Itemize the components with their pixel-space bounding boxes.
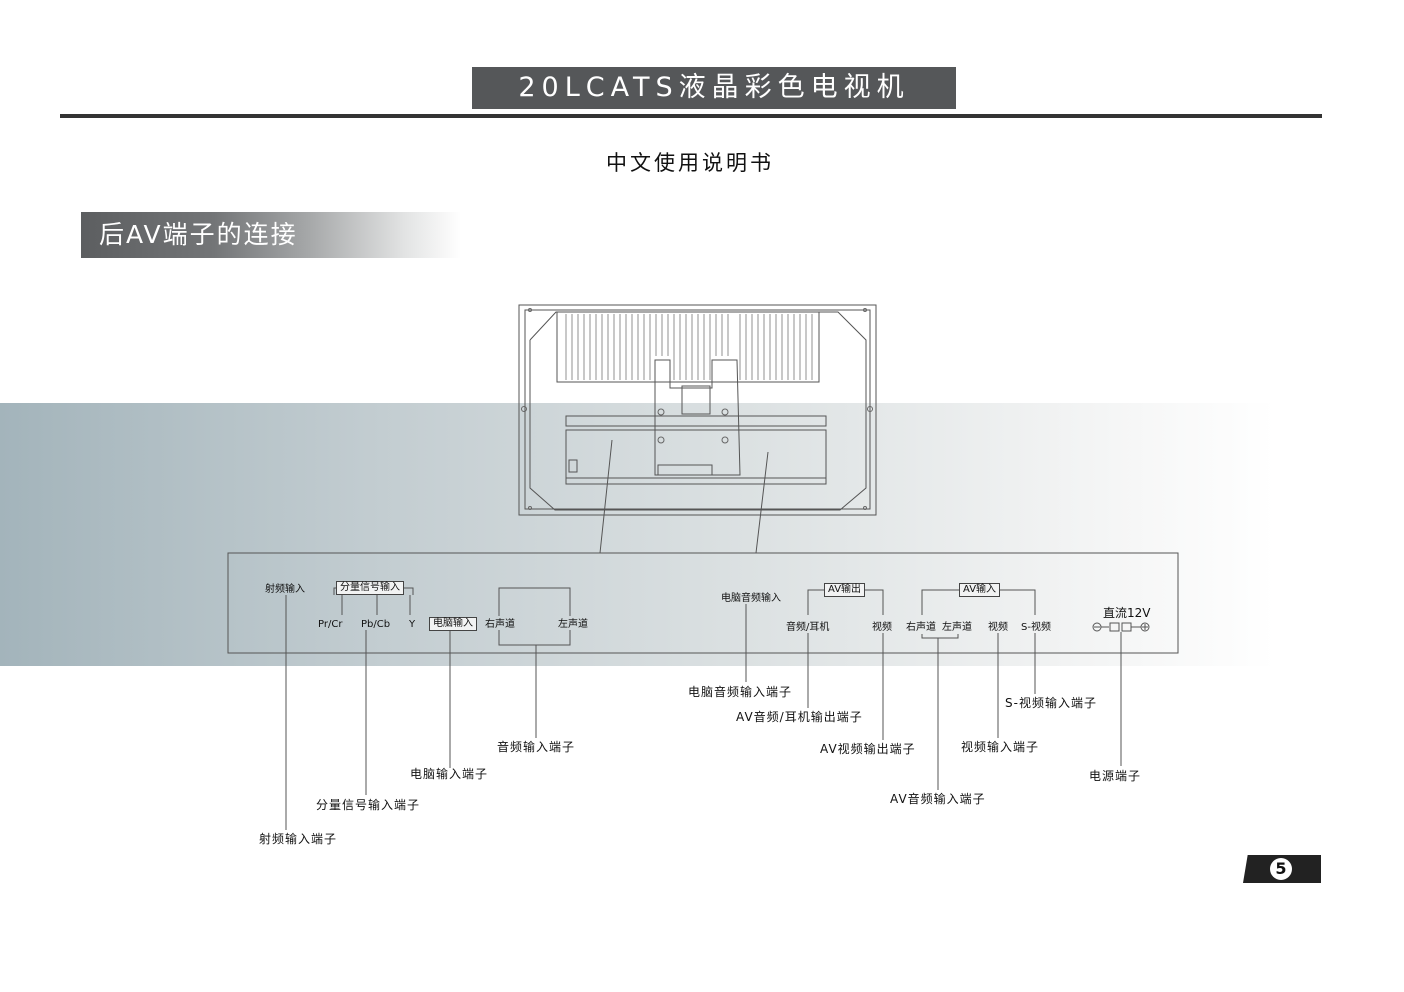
callout-s-video-in: S-视频输入端子 [1005,696,1097,710]
callout-rf-in: 射频输入端子 [259,832,338,846]
label-component-group: 分量信号输入 [336,581,404,595]
callout-power: 电源端子 [1089,769,1142,783]
callout-audio-in: 音频输入端子 [497,740,576,754]
label-y: Y [409,619,416,630]
callout-av-audio-in: AV音频输入端子 [890,792,986,806]
label-dc-12v: 直流12V [1103,606,1151,620]
label-rf-in: 射频输入 [265,584,305,595]
label-right-channel: 右声道 [485,619,515,630]
callout-component-in: 分量信号输入端子 [316,798,421,812]
label-av-out-group: AV输出 [824,583,866,597]
label-left-channel-av: 左声道 [942,622,972,633]
section-heading: 后AV端子的连接 [81,212,461,258]
page-number-tab: 5 [1243,855,1321,883]
label-video-in: 视频 [988,622,1008,633]
label-audio-headphone: 音频/耳机 [786,622,830,633]
callout-pc-audio-in: 电脑音频输入端子 [688,685,793,699]
label-video-out: 视频 [872,622,892,633]
page-subtitle: 中文使用说明书 [606,151,774,175]
callout-pc-in: 电脑输入端子 [410,767,489,781]
page-title: 20LCATS液晶彩色电视机 [472,67,956,109]
label-left-channel: 左声道 [558,619,588,630]
label-pb: Pb/Cb [361,619,391,630]
label-right-channel-av: 右声道 [906,622,936,633]
callout-video-in: 视频输入端子 [961,740,1040,754]
page-number: 5 [1270,858,1292,880]
label-pc-audio-in: 电脑音频输入 [721,593,781,604]
label-pc-in: 电脑输入 [429,617,477,631]
callout-av-audio-headphone-out: AV音频/耳机输出端子 [736,710,863,724]
label-pr: Pr/Cr [318,619,343,630]
callout-av-video-out: AV视频输出端子 [820,742,916,756]
tv-rear-view [518,304,877,516]
header-rule [60,114,1322,118]
background-band [0,403,1275,666]
label-s-video: S-视频 [1021,622,1051,633]
label-av-in-group: AV输入 [959,583,1001,597]
